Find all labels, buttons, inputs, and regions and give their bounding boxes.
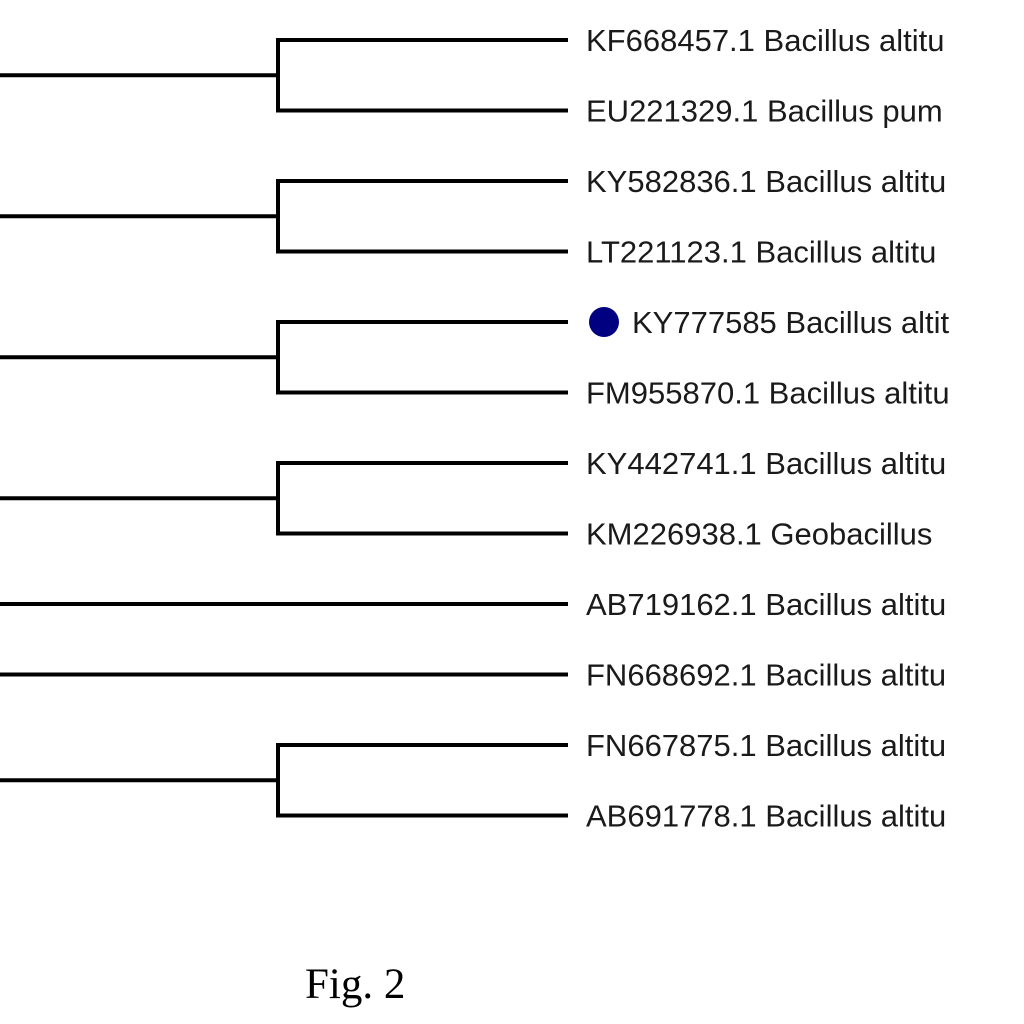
leaf-label-5: KY777585 Bacillus altit	[632, 305, 949, 340]
leaf-label-1: KF668457.1 Bacillus altitu	[586, 23, 944, 58]
leaf-label-3: KY582836.1 Bacillus altitu	[586, 164, 946, 199]
leaf-label-7: KY442741.1 Bacillus altitu	[586, 446, 946, 481]
leaf-label-6: FM955870.1 Bacillus altitu	[586, 376, 950, 411]
leaf-label-9: AB719162.1 Bacillus altitu	[586, 587, 946, 622]
leaf-label-8: KM226938.1 Geobacillus	[586, 517, 932, 552]
leaf-label-12: AB691778.1 Bacillus altitu	[586, 799, 946, 834]
leaf-label-11: FN667875.1 Bacillus altitu	[586, 728, 946, 763]
leaf-label-4: LT221123.1 Bacillus altitu	[586, 235, 936, 270]
leaf-label-2: EU221329.1 Bacillus pum	[586, 94, 943, 129]
tree-branches	[0, 38, 568, 818]
tree-markers	[589, 307, 619, 337]
highlight-dot-icon	[589, 307, 619, 337]
figure-caption: Fig. 2	[305, 961, 405, 1008]
leaf-label-10: FN668692.1 Bacillus altitu	[586, 658, 946, 693]
